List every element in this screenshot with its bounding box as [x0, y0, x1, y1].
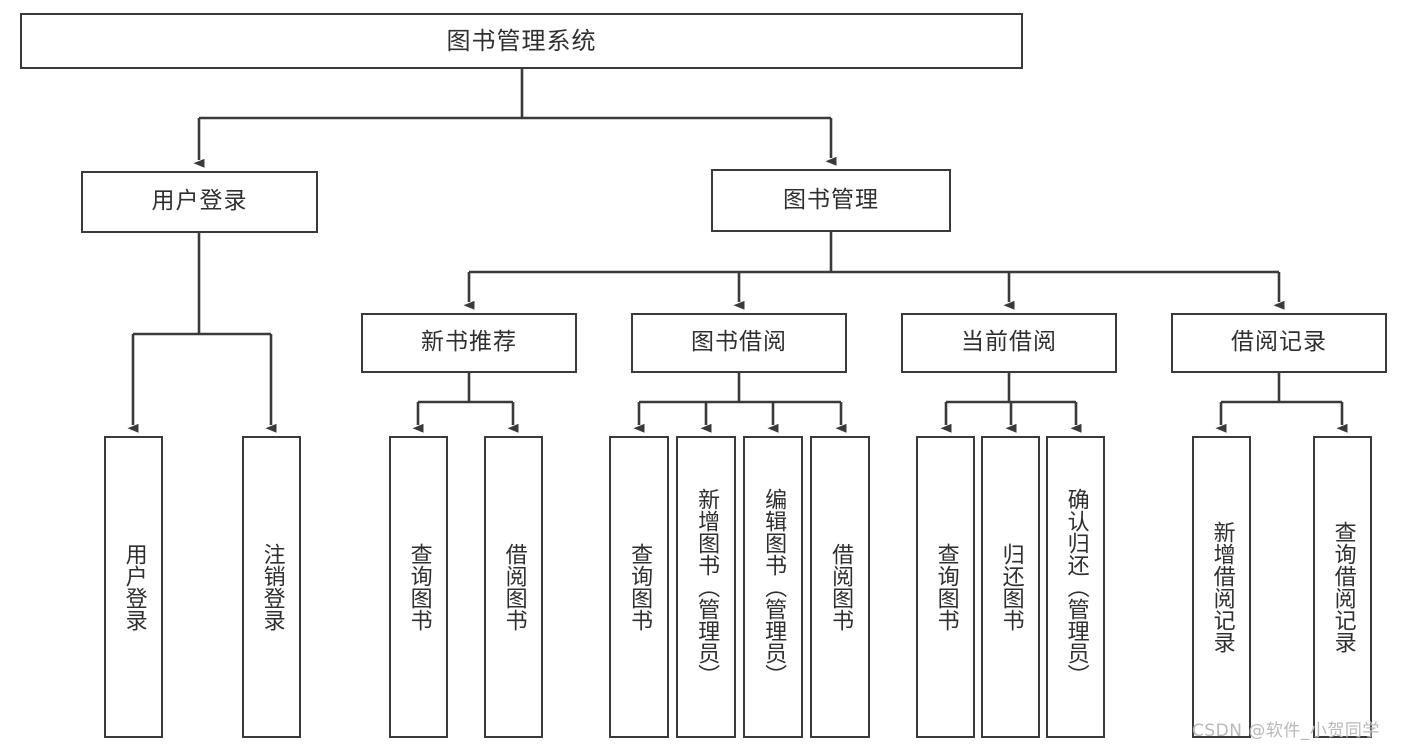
leaf-borrow-query-book[interactable]: 查询图书: [609, 436, 669, 738]
node-label: 新书推荐: [421, 329, 517, 356]
node-label: 查询借阅记录: [1330, 521, 1356, 653]
leaf-borrow-book[interactable]: 借阅图书: [810, 436, 870, 738]
watermark-text: CSDN @软件_小贺同学: [1192, 721, 1380, 741]
leaf-add-book-admin[interactable]: 新增图书（管理员）: [676, 436, 736, 738]
node-label: 图书管理: [783, 186, 879, 213]
node-label: 确认归还（管理员）: [1063, 488, 1089, 686]
node-label: 借阅图书: [828, 543, 854, 631]
leaf-edit-book-admin[interactable]: 编辑图书（管理员）: [743, 436, 803, 738]
leaf-add-borrow-record[interactable]: 新增借阅记录: [1192, 436, 1251, 738]
node-label: 借阅图书: [501, 543, 527, 631]
node-label: 查询图书: [406, 543, 432, 631]
leaf-new-book-query[interactable]: 查询图书: [389, 436, 448, 738]
node-label: 注销登录: [259, 543, 285, 631]
node-label: 借阅记录: [1231, 329, 1327, 356]
node-label: 用户登录: [151, 188, 248, 215]
node-borrow-record[interactable]: 借阅记录: [1171, 313, 1387, 373]
leaf-user-login[interactable]: 用户登录: [104, 436, 163, 738]
node-new-book-recommend[interactable]: 新书推荐: [361, 313, 577, 373]
node-label: 查询图书: [933, 543, 959, 631]
node-book-management[interactable]: 图书管理: [711, 169, 951, 232]
leaf-confirm-return-admin[interactable]: 确认归还（管理员）: [1046, 436, 1105, 738]
node-book-borrow[interactable]: 图书借阅: [631, 313, 847, 373]
node-label: 归还图书: [998, 543, 1024, 631]
node-label: 新增图书（管理员）: [694, 488, 720, 686]
node-label: 用户登录: [121, 543, 147, 631]
leaf-query-borrow-record[interactable]: 查询借阅记录: [1313, 436, 1372, 738]
node-label: 编辑图书（管理员）: [761, 488, 787, 686]
node-label: 当前借阅: [961, 329, 1057, 356]
node-current-borrow[interactable]: 当前借阅: [901, 313, 1117, 373]
node-label: 查询图书: [627, 543, 653, 631]
node-label: 图书借阅: [691, 329, 787, 356]
node-user-login[interactable]: 用户登录: [81, 171, 318, 233]
node-root-system[interactable]: 图书管理系统: [20, 13, 1023, 69]
leaf-new-book-borrow[interactable]: 借阅图书: [484, 436, 543, 738]
leaf-current-query-book[interactable]: 查询图书: [916, 436, 975, 738]
leaf-return-book[interactable]: 归还图书: [981, 436, 1040, 738]
node-label: 图书管理系统: [446, 26, 597, 55]
node-label: 新增借阅记录: [1209, 521, 1235, 653]
leaf-user-logout[interactable]: 注销登录: [242, 436, 301, 738]
